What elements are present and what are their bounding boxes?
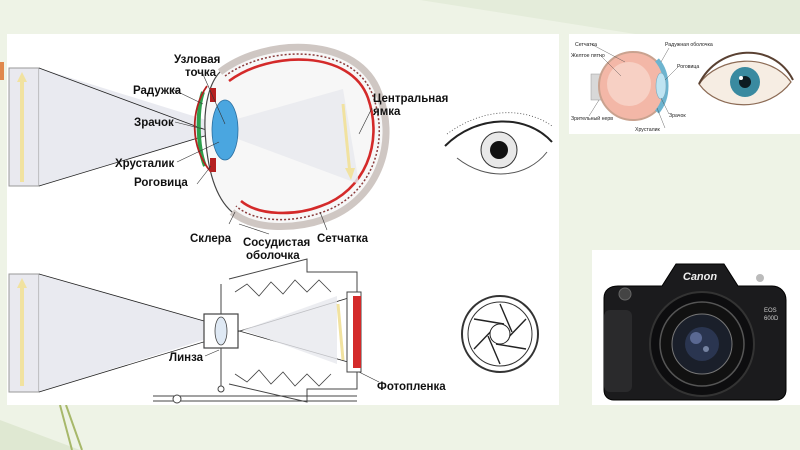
label-pupil: Зрачок [134,117,174,129]
label-cornea: Роговица [134,177,188,189]
eye-anatomy-photo: Сетчатка Желтое пятно Зрительный нерв Ра… [569,34,800,134]
bellows-fold-top [234,279,332,297]
lens-reflection-small [703,346,709,352]
lens-glass [685,327,719,361]
camera-diagram: Линза Фотопленка [8,258,446,404]
camera-model-line1: EOS [764,308,777,314]
label-lens: Хрусталик [115,158,174,170]
lens [211,99,239,161]
lens-reflection [690,332,702,344]
camera-model-line2: 600D [764,316,779,322]
light-cone-inner [219,89,359,184]
pointer-cornea [196,165,212,185]
eye-sketch-upper-lid [444,120,553,147]
label-retina: Сетчатка [317,233,369,245]
upper-lashes [698,51,794,85]
photo-label-iris: Радужная оболочка [665,42,713,48]
camera-object-arrow-head [17,278,27,288]
pointer-fovea [358,107,373,135]
pointer-nodal [201,71,226,125]
eye-sketch-brow [446,112,553,135]
eye-anatomy-photo-panel: Сетчатка Желтое пятно Зрительный нерв Ра… [569,34,800,134]
retina-image-arrow [341,103,352,175]
label-nodal-point-line1: Узловая [174,54,220,66]
accent-bar [0,62,4,80]
photo-label-lens: Хрусталик [635,127,661,133]
retina-image-arrow-head [345,168,355,180]
camera-photo: Canon EOS 600D [592,250,800,405]
pointer-film [358,371,380,383]
photo-label-pupil: Зрачок [669,113,686,119]
label-film: Фотопленка [377,381,446,393]
ciliary-top [210,88,216,102]
lens-shape [655,72,667,100]
eye-sketch-pupil [490,141,508,159]
camera-brand: Canon [683,271,718,283]
aperture-icon [461,295,539,373]
sclera [217,43,390,231]
label-fovea-line2: ямка [373,106,401,118]
object-arrow-head [17,72,27,82]
pointer-iris [171,88,204,105]
label-sclera: Склера [190,233,232,245]
label-nodal-point-line2: точка [185,67,217,79]
label-iris: Радужка [133,85,182,97]
photo-label-yellow-spot: Желтое пятно [571,53,605,59]
photo-label-cornea: Роговица [677,64,699,70]
eye-sketch [444,112,553,175]
camera-photo-panel: Canon EOS 600D [592,250,800,405]
pointer-pupil [174,121,204,130]
label-fovea-line1: Центральная [373,93,448,105]
pointer-choroid [238,223,270,235]
pointer-sclera [228,211,236,225]
light-cone-front [39,68,219,186]
camera-grip [604,310,632,392]
film [353,296,361,368]
label-choroid-line2: оболочка [246,250,300,262]
pointer-retina [319,211,328,231]
ciliary-bottom [210,158,216,172]
eye-camera-diagram: Узловая точка Радужка Зрачок Хрусталик Р… [8,43,553,404]
camera-inner-cone [243,296,337,364]
cornea [193,85,212,173]
eye-camera-diagram-panel: Узловая точка Радужка Зрачок Хрусталик Р… [7,34,559,405]
label-camera-lens: Линза [169,352,204,364]
shutter-indicator [756,274,764,282]
choroid [224,53,381,221]
rail-joint [217,385,225,393]
pointer-camera-lens [204,349,220,357]
rail-knob [172,394,182,404]
film-image-arrow [336,303,345,361]
bellows-fold-bottom [234,369,332,387]
eye-sketch-lower-lid [456,151,548,175]
camera-light-cone [39,274,222,392]
decorative-stroke [59,404,83,450]
photo-label-retina: Сетчатка [575,42,597,48]
camera-lens [214,316,228,346]
eye-diagram: Узловая точка Радужка Зрачок Хрусталик Р… [8,43,448,262]
pointer-lens [176,141,220,163]
retina [228,58,375,215]
eye-highlight [739,76,743,80]
mode-dial [618,287,632,301]
photo-label-optic-nerve: Зрительный нерв [571,115,613,122]
label-choroid-line1: Сосудистая [243,237,310,249]
